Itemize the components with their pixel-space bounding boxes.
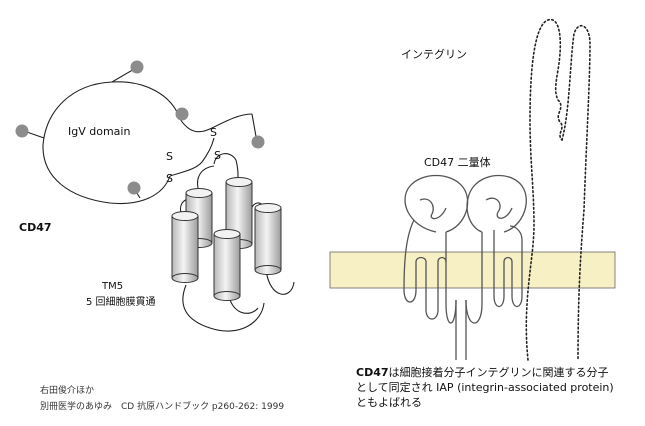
glycan-chains [23, 67, 258, 199]
glycan-dots [15, 60, 265, 195]
tm-helix-5 [213, 229, 241, 301]
disulfide-s-label: S [166, 172, 173, 185]
tm-helix-3 [171, 211, 199, 283]
cd47-igv-domain-loop [42, 81, 253, 205]
disulfide-s-label: S [214, 149, 221, 162]
integrin-label: インテグリン [401, 48, 467, 61]
citation-authors: 右田俊介ほか [40, 386, 95, 396]
caption-line-1-text: は細胞接着分子インテグリンに関連する分子 [388, 366, 609, 379]
citation-source: 別冊医学のあゆみ CD 抗原ハンドブック p260-262: 1999 [40, 402, 285, 412]
caption-line-1: CD47は細胞接着分子インテグリンに関連する分子 [356, 366, 609, 379]
caption-line-2: として同定され IAP (integrin-associated protein… [356, 381, 614, 394]
cd47-label: CD47 [19, 221, 52, 234]
tm-helix-4 [254, 203, 282, 275]
tm-helices [171, 177, 282, 301]
cd47-dimer-label: CD47 二量体 [424, 156, 491, 169]
igv-domain-label: IgV domain [68, 125, 131, 138]
caption-line-3: ともよばれる [356, 396, 422, 409]
disulfide-s-label: S [166, 150, 173, 163]
cd47-dimer [403, 174, 527, 360]
caption-cd47-bold: CD47 [356, 366, 389, 379]
integrin-outline [525, 18, 591, 361]
cell-membrane [329, 251, 616, 289]
tm5-description: 5 回細胞膜貫通 [86, 297, 156, 308]
disulfide-s-label: S [210, 126, 217, 139]
tm5-label: TM5 [102, 281, 124, 292]
